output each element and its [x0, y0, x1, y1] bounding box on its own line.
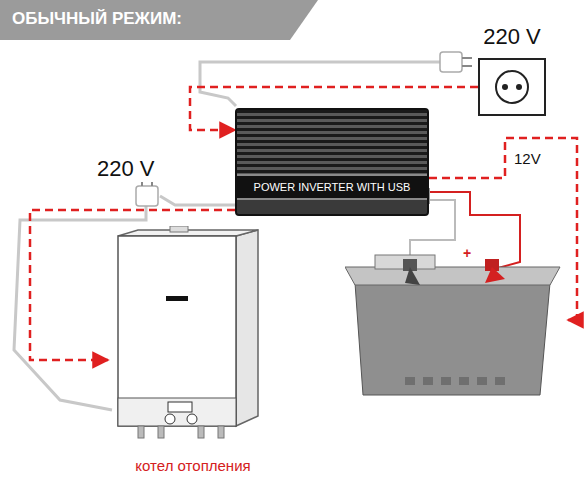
device-label: POWER INVERTER WITH USB: [237, 174, 427, 200]
title-band: [0, 0, 318, 40]
cooling-fins: [237, 110, 427, 174]
plug: [440, 52, 472, 72]
car-battery: +: [345, 245, 568, 400]
socket-holes: [480, 60, 544, 114]
polarity-mark: +: [463, 245, 471, 261]
heating-boiler: котел отопления: [108, 226, 278, 480]
caption: котел отопления: [108, 457, 278, 474]
boiler-drawing: [108, 226, 278, 441]
power-inverter: POWER INVERTER WITH USB: [235, 108, 429, 216]
voltage-label: 220 V: [95, 156, 157, 182]
inverter-base: [237, 200, 427, 214]
voltage-label: 12V: [512, 150, 543, 167]
title: ОБЫЧНЫЙ РЕЖИМ:: [12, 9, 182, 29]
voltage-label: 220 V: [478, 24, 546, 50]
battery-drawing: [345, 245, 568, 400]
power-cord: [160, 196, 236, 205]
power-cord: [200, 62, 440, 106]
socket-face: [478, 58, 546, 116]
wall-socket: 220 V: [478, 24, 546, 116]
positive-wire: [425, 192, 520, 268]
